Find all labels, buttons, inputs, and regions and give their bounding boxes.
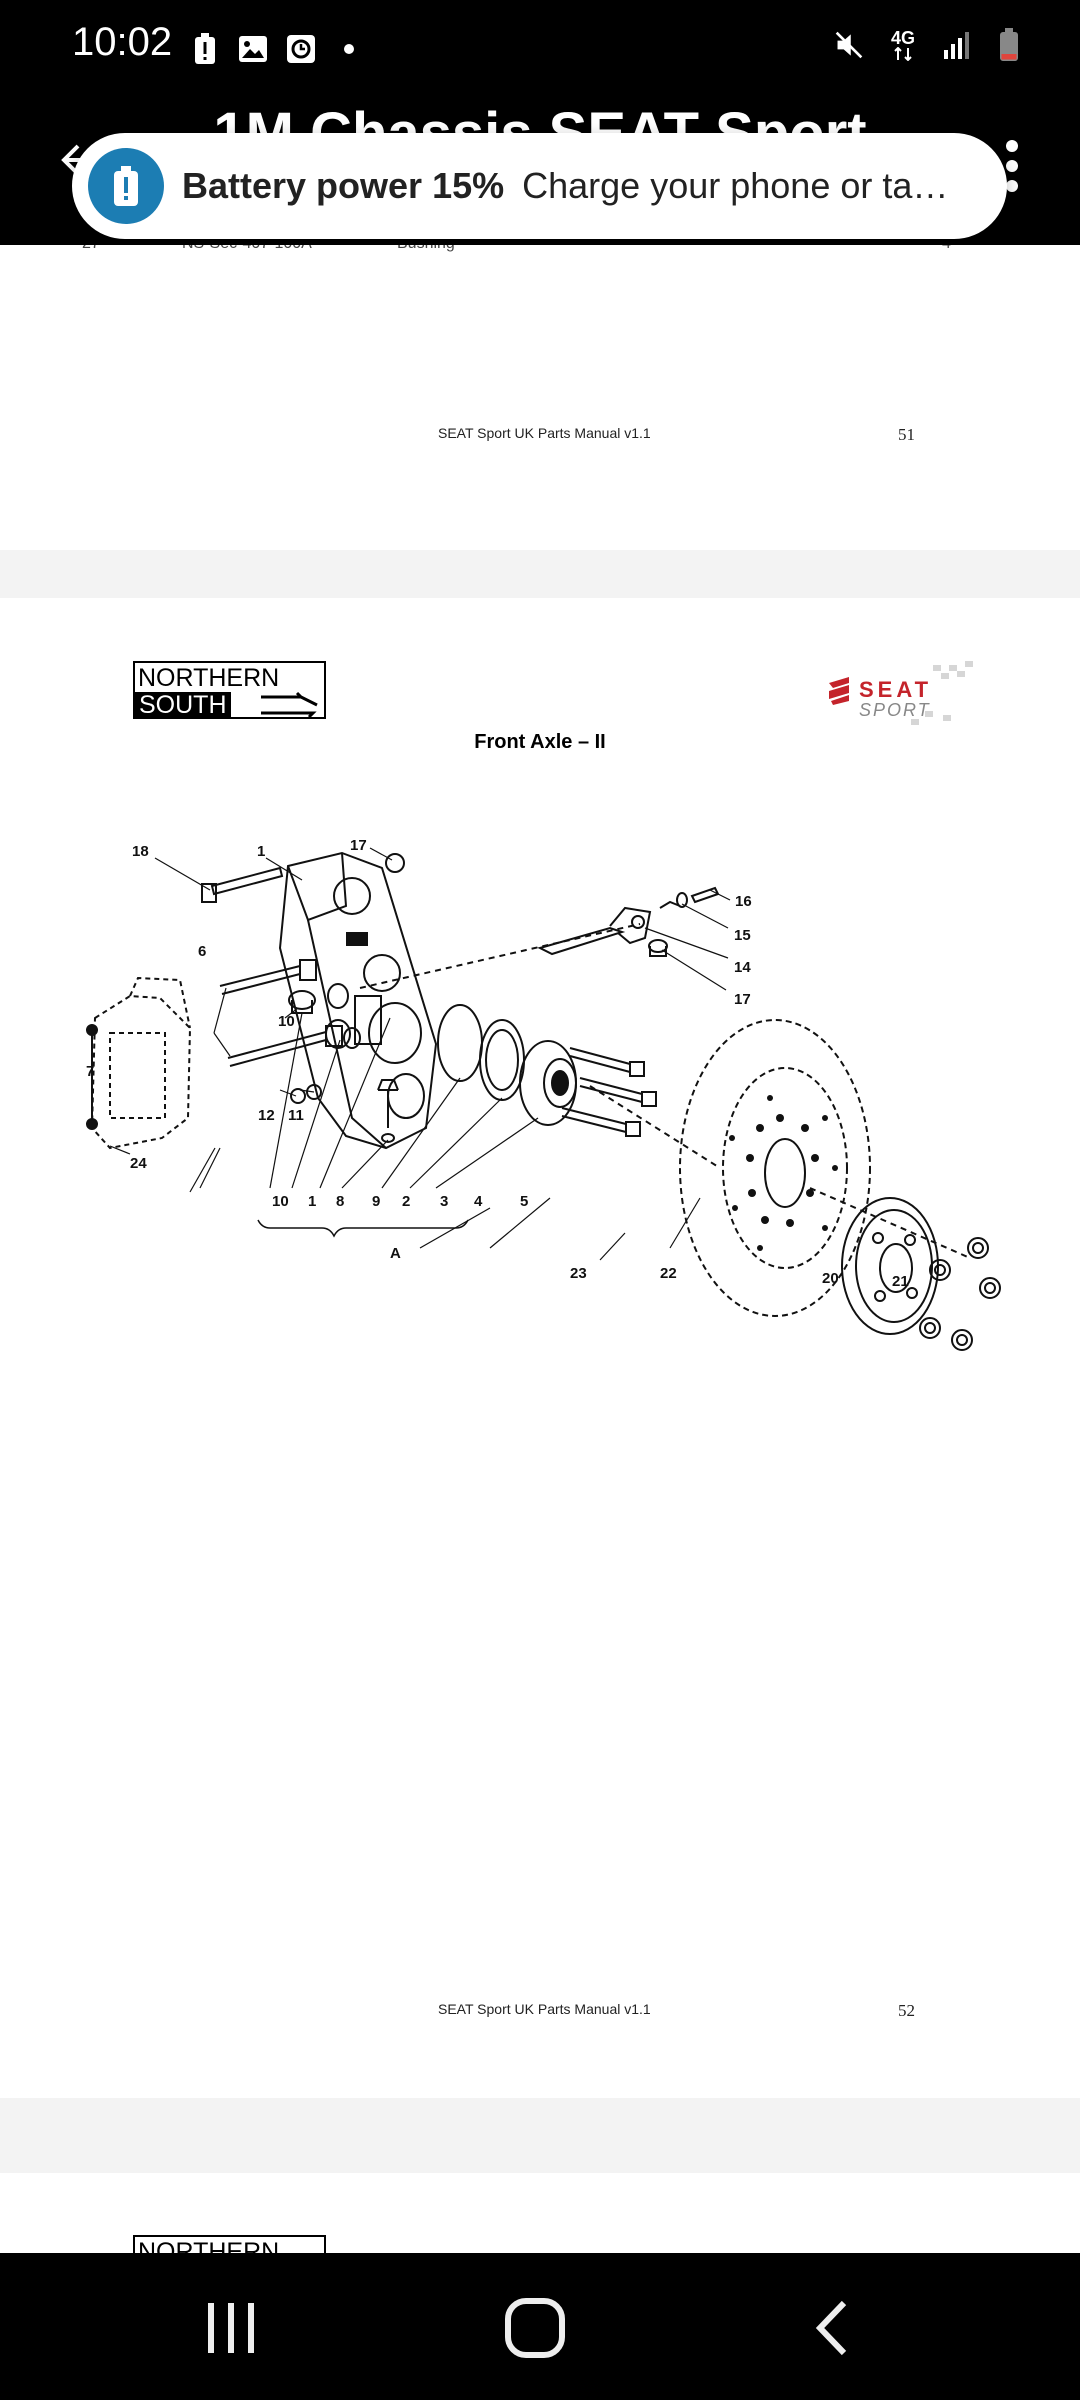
- callout-label: 12: [258, 1107, 275, 1124]
- callout-label: 7: [86, 1063, 94, 1080]
- document-viewer[interactable]: 27 NS-Sec-407-100A Bushing 4 SEAT Sport …: [0, 245, 1080, 2253]
- page-52: NORTHERN SOUTH SEAT SPORT Front Axle – I…: [0, 598, 1080, 2098]
- more-options-icon[interactable]: [1004, 138, 1020, 194]
- home-icon[interactable]: [500, 2293, 570, 2363]
- callout-label: 2: [402, 1193, 410, 1210]
- callout-label: 11: [288, 1107, 304, 1124]
- callout-label: 3: [440, 1193, 448, 1210]
- callout-label: 10: [272, 1193, 289, 1210]
- callout-label: 9: [372, 1193, 380, 1210]
- gallery-icon: [238, 32, 268, 66]
- bolt-18: [201, 866, 284, 903]
- northern-south-logo: NORTHERN: [133, 2235, 326, 2253]
- callout-label: 23: [570, 1265, 587, 1282]
- status-time: 10:02: [72, 20, 173, 64]
- signal-icon: [942, 28, 972, 62]
- page-51: 27 NS-Sec-407-100A Bushing 4 SEAT Sport …: [0, 245, 1080, 550]
- network-4g-icon: 4G: [886, 28, 920, 62]
- wheel-studs: [561, 1047, 657, 1137]
- callout-label: 8: [336, 1193, 344, 1210]
- status-bar: 10:02 4G: [0, 0, 1080, 100]
- battery-warning-icon: [88, 148, 164, 224]
- callout-label: 21: [892, 1273, 909, 1290]
- callout-label: 20: [822, 1270, 839, 1287]
- page-number: 52: [898, 2001, 915, 2020]
- callout-label: 1: [308, 1193, 316, 1210]
- battery-toast[interactable]: Battery power 15% Charge your phone or t…: [72, 133, 1007, 239]
- table-cell: 4: [942, 245, 951, 253]
- page-number: 51: [898, 425, 915, 444]
- page-footer: SEAT Sport UK Parts Manual v1.1: [438, 2001, 651, 2017]
- brake-caliper: [90, 976, 192, 1150]
- navigation-bar: [0, 2253, 1080, 2400]
- seat-sport-logo: SEAT SPORT: [829, 661, 973, 725]
- callout-label: 14: [734, 959, 751, 976]
- recent-apps-icon[interactable]: [196, 2293, 266, 2363]
- callout-label: 4: [474, 1193, 483, 1210]
- callout-label: A: [390, 1245, 401, 1262]
- steering-knuckle: [278, 851, 438, 1150]
- bolt-6: [219, 959, 343, 1067]
- clock-app-icon: [286, 32, 316, 66]
- northern-south-logo: NORTHERN SOUTH: [133, 661, 326, 719]
- callout-label: 22: [660, 1265, 677, 1282]
- battery-alert-icon: [190, 32, 220, 66]
- table-cell: NS-Sec-407-100A: [182, 245, 312, 253]
- notification-dot-icon: [334, 32, 364, 66]
- page-heading: Front Axle – II: [474, 731, 606, 753]
- callout-label: 18: [132, 843, 149, 860]
- table-cell: 27: [82, 245, 100, 253]
- callout-label: 1: [257, 843, 265, 860]
- callout-label: 17: [734, 991, 751, 1008]
- callout-label: 16: [735, 893, 752, 910]
- mute-icon: [834, 28, 864, 62]
- wheel-nuts: [919, 1237, 1001, 1351]
- callout-label: 24: [130, 1155, 147, 1172]
- callout-label: 6: [198, 943, 206, 960]
- callout-label: 15: [734, 927, 751, 944]
- brake-disc: [679, 1019, 871, 1317]
- table-cell: Bushing: [397, 245, 455, 253]
- toast-message: Charge your phone or ta…: [522, 165, 949, 206]
- svg-text:SEAT: SEAT: [859, 677, 932, 702]
- callout-label: 10: [278, 1013, 295, 1030]
- page-53: NORTHERN: [0, 2173, 1080, 2253]
- page-footer: SEAT Sport UK Parts Manual v1.1: [438, 425, 651, 441]
- svg-text:SPORT: SPORT: [859, 700, 931, 720]
- front-axle-diagram: 18 1 17 16 15 14 17 6 10 7 12 11 24 10 1…: [86, 837, 1001, 1351]
- battery-low-icon: [994, 28, 1024, 62]
- callout-label: 5: [520, 1193, 528, 1210]
- back-icon[interactable]: [800, 2293, 870, 2363]
- callout-label: 17: [350, 837, 367, 854]
- toast-title: Battery power 15%: [182, 165, 505, 206]
